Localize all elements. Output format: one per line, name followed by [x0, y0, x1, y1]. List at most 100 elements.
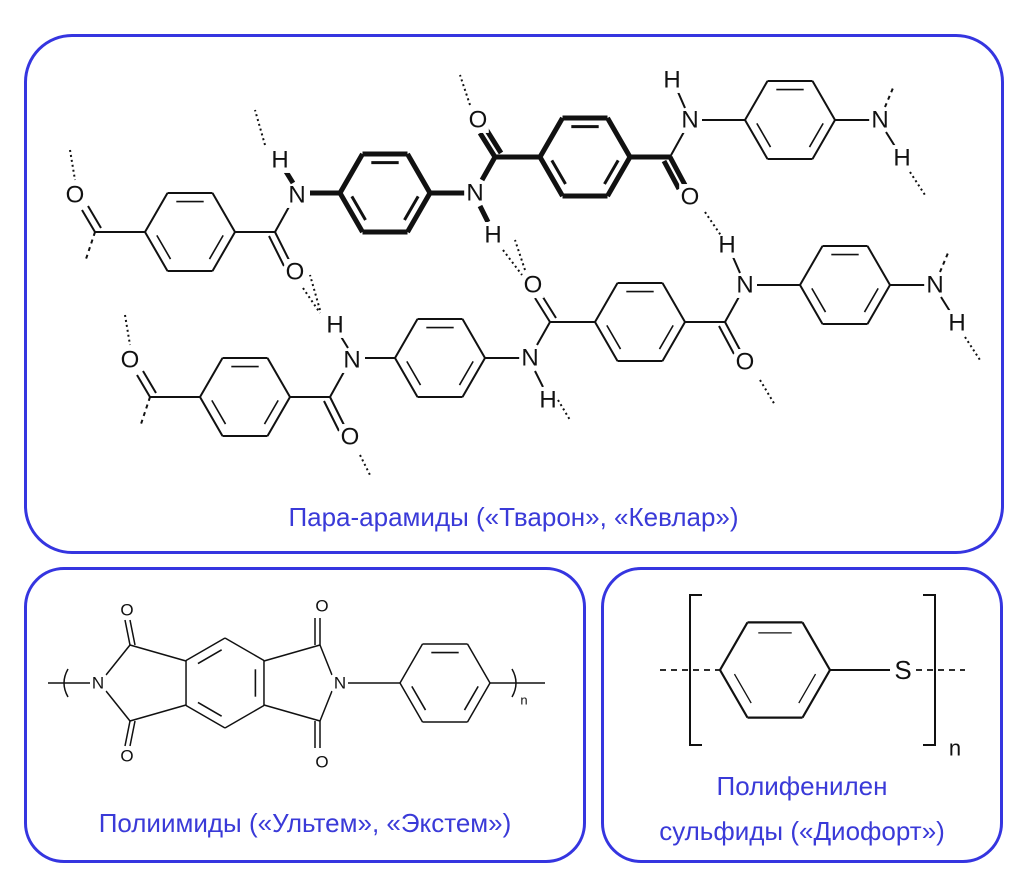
- bond-dashed: [939, 252, 949, 273]
- benzene-ring-edge: [266, 396, 291, 437]
- nitrogen-atom: N: [681, 107, 698, 134]
- oxygen-atom: O: [524, 272, 543, 299]
- oxygen-atom: O: [681, 184, 700, 211]
- bond: [329, 369, 346, 398]
- bond: [142, 370, 157, 394]
- oxygen-atom: O: [469, 107, 488, 134]
- oxygen-atom-bg: [734, 349, 756, 375]
- bond: [323, 400, 340, 432]
- repeat-index-n-bg: [518, 692, 530, 708]
- bond: [479, 155, 498, 182]
- nitrogen-atom-bg: [341, 347, 363, 373]
- benzene-ring-edge: [211, 192, 236, 233]
- repeat-index-n-bg: [945, 736, 965, 760]
- oxygen-atom: O: [120, 601, 133, 620]
- hydrogen-bond: [557, 399, 571, 421]
- bond-dashed: [139, 396, 151, 428]
- hydrogen-atom-bg: [661, 67, 683, 93]
- bond: [263, 704, 321, 722]
- hbond: [514, 239, 526, 271]
- benzene-ring-double-bond: [811, 287, 827, 313]
- oxygen-atom-bg: [64, 182, 86, 208]
- benzene-ring-edge: [394, 357, 419, 398]
- bond: [263, 644, 321, 662]
- benzene-ring-edge: [461, 357, 486, 398]
- benzene-ring-double-bond: [350, 195, 367, 221]
- bond: [718, 325, 735, 355]
- benzene-ring-double-bond: [808, 122, 824, 148]
- hydrogen-bond: [502, 249, 523, 276]
- hydrogen-atom: H: [893, 145, 910, 172]
- oxygen-atom: O: [121, 347, 140, 374]
- oxygen-atom-bg: [119, 600, 135, 620]
- open-bracket: [689, 594, 702, 746]
- bond: [129, 720, 136, 747]
- bond: [81, 209, 96, 233]
- bond: [124, 720, 131, 747]
- benzene-ring-double-bond: [403, 195, 420, 221]
- benzene-ring-edge: [199, 396, 224, 437]
- nitrogen-atom-bg: [286, 182, 308, 208]
- bond: [677, 91, 686, 109]
- oxygen-atom-bg: [339, 424, 361, 450]
- benzene-ring-edge: [866, 245, 891, 286]
- benzene-ring-edge: [719, 669, 749, 719]
- oxygen-atom-bg: [314, 752, 330, 772]
- bond: [319, 644, 333, 676]
- benzene-ring-double-bond: [263, 399, 279, 425]
- benzene-ring-edge: [337, 191, 365, 234]
- benzene-ring-double-bond: [211, 399, 227, 425]
- nitrogen-atom: N: [926, 272, 943, 299]
- benzene-ring-edge: [811, 119, 836, 160]
- hbond: [254, 109, 266, 146]
- benzene-ring-double-bond: [798, 673, 817, 704]
- oxygen-atom-bg: [467, 107, 489, 133]
- benzene-ring-double-bond: [606, 324, 622, 350]
- hydrogen-atom-bg: [537, 387, 559, 413]
- hydrogen-atom-bg: [324, 312, 346, 338]
- nitrogen-atom-bg: [90, 673, 106, 693]
- oxygen-atom-bg: [284, 259, 306, 285]
- benzene-ring-double-bond: [863, 287, 879, 313]
- bond: [329, 396, 346, 428]
- hydrogen-atom: H: [484, 222, 501, 249]
- benzene-ring-edge: [801, 669, 831, 719]
- hydrogen-atom: H: [326, 312, 343, 339]
- benzene-ring-double-bond: [197, 701, 223, 717]
- oxygen-atom: O: [286, 259, 305, 286]
- bond: [477, 131, 498, 159]
- hydrogen-atom-bg: [946, 310, 968, 336]
- bond: [268, 235, 285, 267]
- benzene-ring-edge: [337, 152, 365, 195]
- benzene-ring-double-bond: [197, 649, 223, 665]
- benzene-ring-edge: [461, 318, 486, 359]
- bond: [732, 256, 741, 274]
- para-aramids-panel: [24, 34, 1004, 554]
- benzene-ring-edge: [211, 231, 236, 272]
- benzene-ring-edge: [399, 682, 424, 723]
- hbond: [964, 336, 981, 361]
- benzene-ring-edge: [594, 321, 619, 362]
- nitrogen-atom: N: [466, 180, 483, 207]
- bond: [129, 619, 136, 646]
- bond: [724, 321, 741, 351]
- benzene-ring-edge: [185, 704, 226, 729]
- benzene-ring-edge: [537, 116, 565, 159]
- oxygen-atom: O: [736, 349, 755, 376]
- benzene-ring-double-bond: [550, 159, 567, 185]
- hbond: [909, 171, 926, 196]
- benzene-ring-edge: [719, 621, 749, 671]
- nitrogen-atom: N: [736, 272, 753, 299]
- oxygen-atom: O: [315, 597, 328, 616]
- benzene-ring-edge: [144, 231, 169, 272]
- benzene-ring-double-bond: [463, 685, 479, 711]
- benzene-ring-double-bond: [756, 122, 772, 148]
- bond: [319, 690, 333, 722]
- polyimides-panel: [24, 567, 586, 863]
- benzene-ring-edge: [801, 621, 831, 671]
- bond: [536, 321, 551, 346]
- benzene-ring-edge: [405, 152, 433, 195]
- oxygen-atom: O: [66, 182, 85, 209]
- benzene-ring-edge: [799, 245, 824, 286]
- benzene-ring-edge: [394, 318, 419, 359]
